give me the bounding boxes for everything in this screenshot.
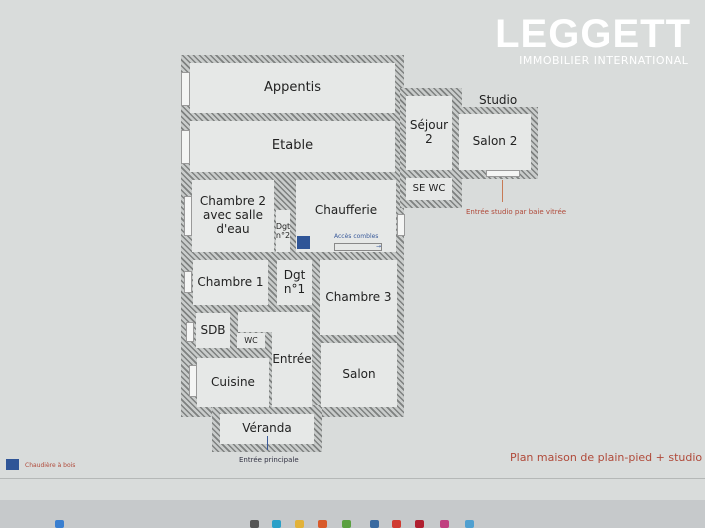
- window: [189, 365, 197, 397]
- room-chambre-2: Chambre 2 avec salle d'eau: [192, 180, 274, 252]
- room-salon-2: Salon 2: [459, 114, 531, 170]
- room-chambre-3: Chambre 3: [320, 260, 397, 335]
- room-chambre-1: Chambre 1: [193, 260, 268, 305]
- studio-label: Studio: [479, 93, 518, 107]
- app-icon[interactable]: [342, 520, 351, 528]
- app-icon[interactable]: [370, 520, 379, 528]
- room-dgt-1: Dgt n°1: [277, 260, 312, 305]
- window: [184, 196, 192, 236]
- app-icon[interactable]: [415, 520, 424, 528]
- arrow-right-icon: →: [334, 243, 382, 251]
- room-wc: WC: [237, 333, 265, 348]
- app-icon[interactable]: [465, 520, 474, 528]
- window: [181, 72, 190, 106]
- legend-swatch: [6, 459, 19, 470]
- room-appentis: Appentis: [190, 63, 395, 113]
- room-chaufferie: Chaufferie: [296, 180, 396, 252]
- room-sejour-2: Séjour 2: [406, 96, 452, 170]
- search-icon[interactable]: [250, 520, 259, 528]
- window: [186, 322, 194, 342]
- folder-icon[interactable]: [295, 520, 304, 528]
- wood-boiler-marker: [297, 236, 310, 249]
- plan-title: Plan maison de plain-pied + studio: [510, 451, 703, 464]
- divider: [0, 478, 705, 479]
- room-etable: Etable: [190, 121, 395, 172]
- leggett-logo: LEGGETT IMMOBILIER INTERNATIONAL: [495, 12, 691, 67]
- acces-combles-label: Accès combles: [334, 233, 379, 240]
- app-icon[interactable]: [440, 520, 449, 528]
- start-icon[interactable]: [55, 520, 64, 528]
- bay-window: [486, 170, 520, 177]
- window: [184, 271, 192, 293]
- arrow-up-icon: [502, 180, 503, 202]
- room-se-wc: SE WC: [406, 178, 452, 200]
- room-veranda: Véranda: [220, 414, 314, 444]
- room-cuisine: Cuisine: [197, 358, 269, 407]
- room-entree: Entrée: [272, 312, 312, 407]
- arrow-up-icon: [267, 436, 268, 450]
- legend-label: Chaudière à bois: [25, 462, 76, 469]
- chrome-icon[interactable]: [392, 520, 401, 528]
- room-sdb: SDB: [196, 313, 230, 348]
- room-salon: Salon: [321, 343, 397, 407]
- entree-principale-label: Entrée principale: [239, 456, 299, 464]
- entree-studio-note: Entrée studio par baie vitrée: [466, 208, 567, 216]
- taskbar: [0, 500, 705, 528]
- window: [397, 214, 405, 236]
- room-dgt-2: Dgt n°2: [276, 210, 290, 252]
- app-icon[interactable]: [318, 520, 327, 528]
- window: [181, 130, 190, 164]
- edge-icon[interactable]: [272, 520, 281, 528]
